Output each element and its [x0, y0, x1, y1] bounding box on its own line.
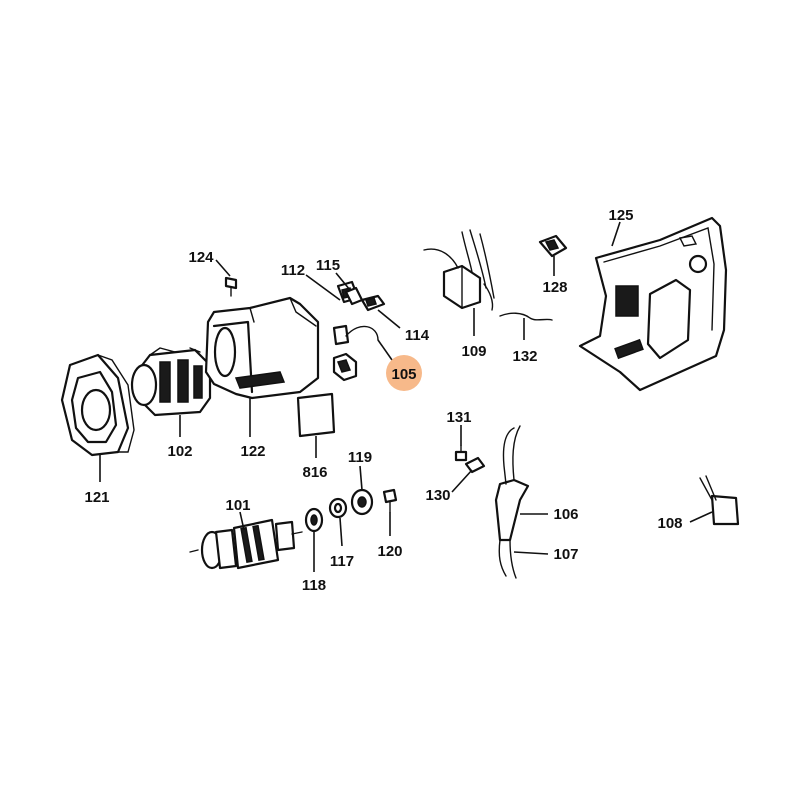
callout-124: 124	[188, 249, 214, 266]
callout-106: 106	[553, 506, 578, 523]
part-114-brush-spring	[360, 294, 386, 312]
part-128-button	[538, 234, 568, 258]
part-816-plate	[296, 392, 336, 438]
part-131-screw	[454, 445, 468, 462]
part-120-screw	[382, 488, 398, 513]
part-125-handle-shell	[578, 216, 728, 392]
callout-128: 128	[542, 279, 567, 296]
callout-130: 130	[425, 487, 450, 504]
part-132-wire	[499, 312, 553, 321]
callout-118: 118	[302, 577, 326, 594]
callout-112: 112	[281, 262, 305, 279]
part-122-motor-housing	[204, 296, 320, 400]
callout-119: 119	[348, 449, 372, 466]
callout-108: 108	[657, 515, 682, 532]
part-119-bearing	[350, 488, 374, 516]
part-102-stator	[130, 347, 212, 417]
callout-107: 107	[553, 546, 578, 563]
callout-117: 117	[330, 553, 354, 570]
part-109-switch	[423, 229, 495, 311]
callout-816: 816	[302, 464, 327, 481]
part-107-power-cord	[498, 539, 517, 579]
callout-114: 114	[405, 327, 430, 344]
callout-122: 122	[240, 443, 265, 460]
part-108-capacitor	[699, 475, 740, 526]
part-121-gear-housing	[60, 353, 135, 457]
part-130-cable-clamp	[464, 456, 486, 474]
callout-102: 102	[167, 443, 192, 460]
callout-125: 125	[608, 207, 633, 224]
part-124-screw	[224, 276, 238, 297]
callout-120: 120	[377, 543, 402, 560]
part-106-cable-guard	[494, 425, 530, 542]
callout-121: 121	[84, 489, 109, 506]
callout-132: 132	[512, 348, 537, 365]
callout-105-highlight	[386, 355, 422, 391]
callout-105: 105	[391, 366, 416, 383]
callout-131: 131	[446, 409, 471, 426]
part-117-washer	[328, 497, 348, 519]
callout-101: 101	[225, 497, 250, 514]
part-101-armature	[189, 518, 303, 570]
callout-115: 115	[316, 257, 340, 274]
part-118-bearing	[304, 507, 324, 533]
callout-109: 109	[461, 343, 486, 360]
part-105-brush-set	[332, 324, 379, 382]
